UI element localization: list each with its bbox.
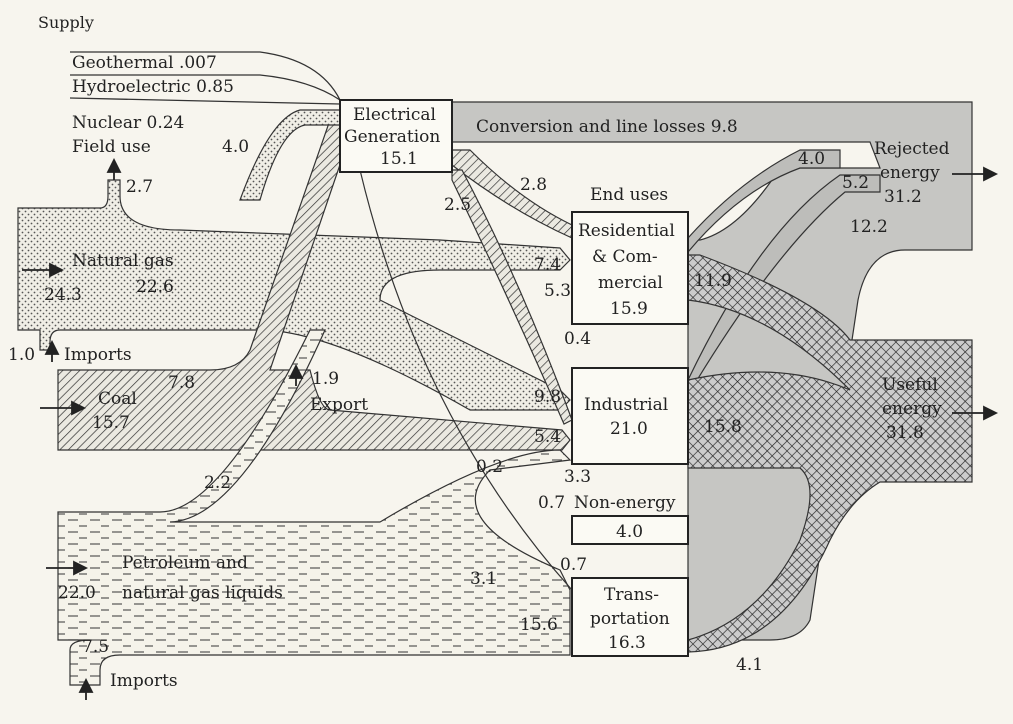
petroleum-band	[57, 329, 572, 686]
residential-value: 15.9	[610, 299, 648, 319]
transportation-label-1: Trans-	[604, 585, 659, 605]
electrical-label-2: Generation	[344, 127, 440, 147]
oil-imports-label: Imports	[110, 671, 178, 691]
petroleum-value: 22.0	[58, 583, 96, 603]
industrial-value: 21.0	[610, 419, 648, 439]
petroleum-label-2: natural gas liquids	[122, 583, 283, 603]
natural-gas-net: 22.6	[136, 277, 174, 297]
residential-label-1: Residential	[578, 221, 675, 241]
flow-res-trans: 0.4	[564, 329, 591, 349]
transportation-value: 16.3	[608, 633, 646, 653]
flow-ind-rejected: 5.2	[842, 173, 869, 193]
flow-res-useful: 11.9	[694, 271, 732, 291]
flow-gas-nonenergy: 3.1	[470, 569, 497, 589]
residential-label-2: & Com-	[592, 247, 658, 267]
electrical-generation-box	[339, 99, 453, 173]
field-use-label: Field use	[72, 137, 151, 157]
gas-imports-label: Imports	[64, 345, 132, 365]
nuclear-band	[239, 109, 341, 201]
gen-to-ind-band	[451, 169, 573, 425]
coal-value: 15.7	[92, 413, 130, 433]
hydroelectric-label: Hydroelectric 0.85	[72, 77, 234, 97]
hydro-line-2	[69, 97, 341, 105]
flow-gas-trans: 0.2	[476, 457, 503, 477]
nuclear-label: Nuclear 0.24	[72, 113, 184, 133]
flow-coal-gen: 7.8	[168, 373, 195, 393]
electrical-value: 15.1	[380, 149, 418, 169]
hydro-line	[70, 74, 341, 101]
non-energy-box	[571, 515, 689, 545]
flow-res-rejected: 4.0	[798, 149, 825, 169]
oil-imports-value: 7.5	[82, 637, 109, 657]
flow-ind-useful: 15.8	[704, 417, 742, 437]
flow-trans-useful: 4.1	[736, 655, 763, 675]
industrial-label: Industrial	[584, 395, 668, 415]
flow-petro-gen: 2.2	[204, 473, 231, 493]
useful-label-2: energy	[882, 399, 942, 419]
rejected-label-1: Rejected	[874, 139, 950, 159]
field-use-value: 2.7	[126, 177, 153, 197]
coal-label: Coal	[98, 389, 137, 409]
useful-value: 31.8	[886, 423, 924, 443]
useful-label-1: Useful	[882, 375, 938, 395]
flow-gas-res: 7.4	[534, 255, 561, 275]
rejected-value: 31.2	[884, 187, 922, 207]
flow-petro-res: 5.3	[544, 281, 571, 301]
conversion-losses-band	[451, 101, 973, 641]
electrical-label-1: Electrical	[353, 105, 436, 125]
flow-petro-trans: 15.6	[520, 615, 558, 635]
flow-gen-ind: 2.5	[444, 195, 471, 215]
flow-nuclear-gen: 4.0	[222, 137, 249, 157]
arrows	[22, 157, 999, 700]
geothermal-line	[70, 51, 341, 101]
transportation-label-2: portation	[590, 609, 670, 629]
natural-gas-label: Natural gas	[72, 251, 174, 271]
supply-heading: Supply	[38, 13, 94, 32]
export-label: Export	[310, 395, 368, 415]
residential-box	[571, 211, 689, 325]
res-rejected-band	[687, 149, 841, 254]
gas-imports-value: 1.0	[8, 345, 35, 365]
industrial-box	[571, 367, 689, 465]
flow-gas-ind: 9.8	[534, 387, 561, 407]
non-energy-label: Non-energy	[574, 493, 676, 513]
flow-coal-nonenergy: 0.7	[538, 493, 565, 513]
export-value: 1.9	[312, 369, 339, 389]
flow-petro-nonenergy: 0.7	[560, 555, 587, 575]
transportation-box	[571, 577, 689, 657]
labels: Supply End uses Geothermal .007 Hydroele…	[8, 13, 950, 691]
rejected-label-2: energy	[880, 163, 940, 183]
natural-gas-total: 24.3	[44, 285, 82, 305]
flow-gen-res: 2.8	[520, 175, 547, 195]
useful-energy-band	[687, 254, 973, 653]
flow-petro-ind: 3.3	[564, 467, 591, 487]
gen-to-trans-line	[359, 169, 573, 591]
end-uses-heading: End uses	[590, 185, 668, 205]
non-energy-value: 4.0	[616, 522, 643, 542]
petroleum-label-1: Petroleum and	[122, 553, 248, 573]
conversion-losses-label: Conversion and line losses 9.8	[476, 117, 738, 137]
flow-trans-rejected: 12.2	[850, 217, 888, 237]
geothermal-label: Geothermal .007	[72, 53, 217, 73]
residential-label-3: mercial	[598, 273, 663, 293]
flow-coal-ind: 5.4	[534, 427, 561, 447]
